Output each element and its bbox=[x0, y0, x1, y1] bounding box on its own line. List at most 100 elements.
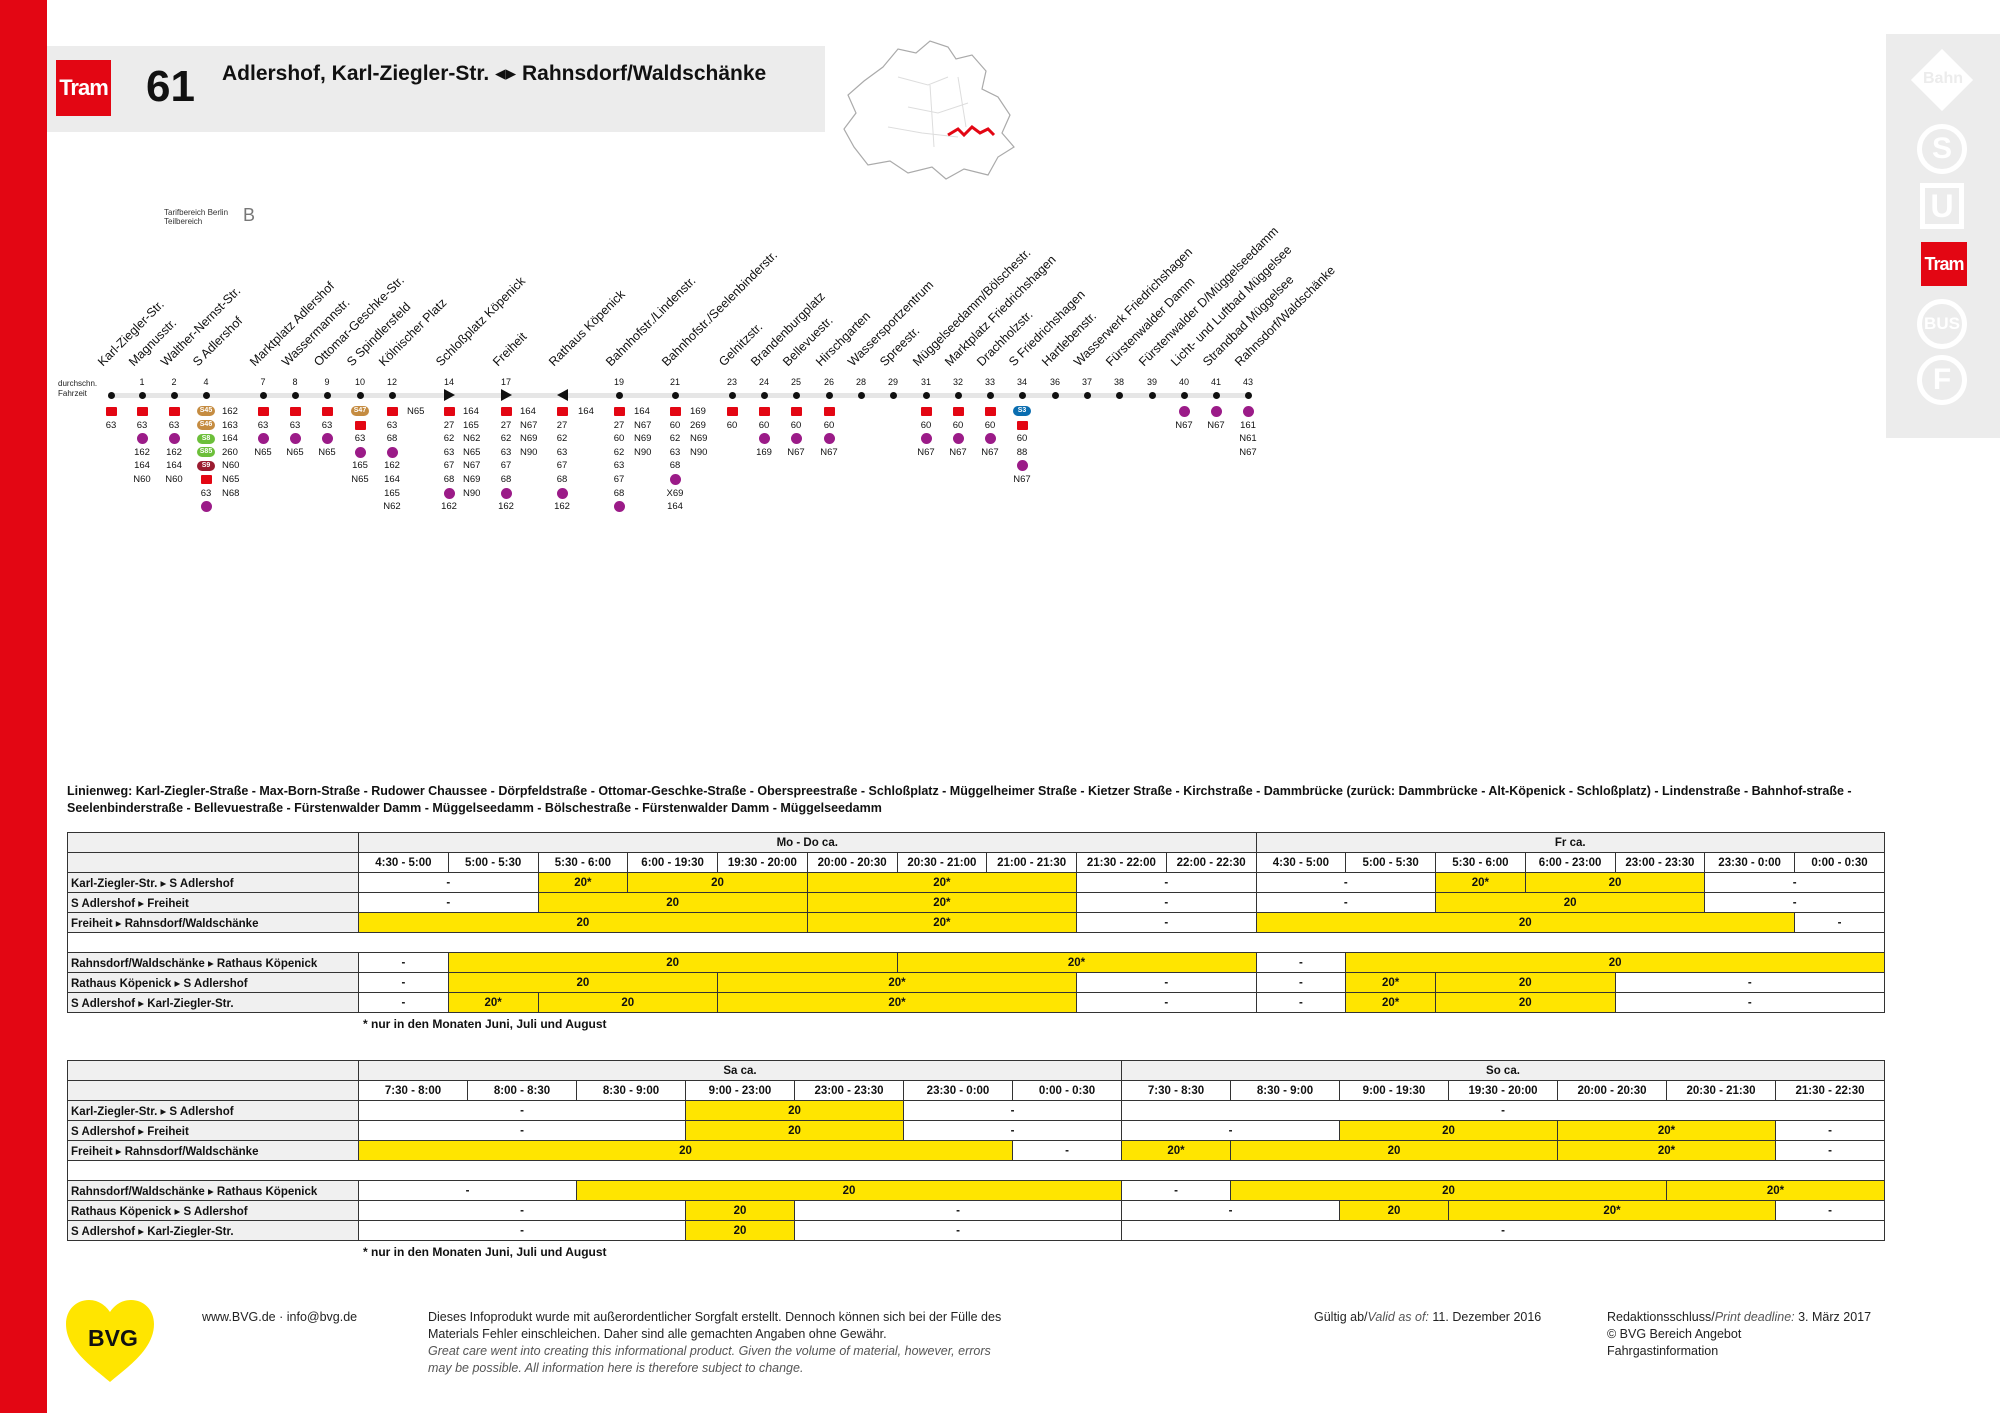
connection-line: N67 bbox=[1239, 446, 1257, 458]
s-bahn-icon: S bbox=[1917, 124, 1967, 174]
time-slot-header: 0:00 - 0:30 bbox=[1012, 1080, 1122, 1101]
tram-icon bbox=[726, 406, 738, 416]
tram-icon bbox=[920, 406, 932, 416]
connection-line: 60 bbox=[920, 419, 932, 431]
tram-icon bbox=[168, 406, 180, 416]
connection-line: N60 bbox=[165, 473, 183, 485]
stop-connections: N67 bbox=[1169, 405, 1199, 432]
time-slot-header: 22:00 - 22:30 bbox=[1165, 852, 1257, 873]
u-bahn-icon: U bbox=[1920, 183, 1964, 229]
headway-cell: 20 bbox=[358, 912, 808, 933]
direction-arrow bbox=[444, 389, 455, 401]
connection-line: 27 bbox=[500, 419, 512, 431]
time-slot-header: 8:00 - 8:30 bbox=[467, 1080, 577, 1101]
tram-icon bbox=[758, 406, 770, 416]
stop-marker bbox=[923, 392, 930, 399]
headway-cell: - bbox=[1076, 892, 1257, 913]
stop-marker bbox=[793, 392, 800, 399]
tariff-label: Tarifbereich Berlin Teilbereich bbox=[164, 208, 229, 226]
headway-cell: 20 bbox=[1230, 1180, 1667, 1201]
time-slot-header: 5:30 - 6:00 bbox=[1435, 852, 1526, 873]
connection-line: N90 bbox=[463, 487, 481, 499]
stop-avg-time: 9 bbox=[324, 377, 330, 387]
connection-line: 162 bbox=[441, 501, 457, 513]
connection-line: 60 bbox=[984, 419, 996, 431]
connection-line: N67 bbox=[981, 446, 999, 458]
connection-line: 164 bbox=[634, 406, 650, 417]
headway-cell: 20* bbox=[806, 912, 1078, 933]
connection-line: 60 bbox=[790, 419, 802, 431]
stop-avg-time: 36 bbox=[1049, 377, 1060, 387]
time-slot-header: 21:30 - 22:00 bbox=[1076, 852, 1167, 873]
day-group-header: Fr ca. bbox=[1255, 832, 1885, 853]
connection-line: X69 bbox=[666, 487, 684, 499]
connection-line: 60 bbox=[1016, 433, 1028, 445]
stop-avg-time: 17 bbox=[500, 377, 511, 387]
stop-avg-time: 38 bbox=[1113, 377, 1124, 387]
route-section-label: Rahnsdorf/Waldschänke ▸ Rathaus Köpenick bbox=[67, 952, 359, 973]
connection-line: N67 bbox=[1013, 473, 1031, 485]
headway-cell: 20* bbox=[1557, 1140, 1776, 1161]
time-slot-header: 23:30 - 0:00 bbox=[903, 1080, 1013, 1101]
bus-icon bbox=[443, 487, 455, 499]
tram-icon bbox=[790, 406, 802, 416]
connection-line: 63 bbox=[556, 446, 568, 458]
connection-line: N68 bbox=[222, 487, 240, 499]
route-section-label: Rathaus Köpenick ▸ S Adlershof bbox=[67, 972, 359, 993]
connection-line: 164 bbox=[463, 406, 479, 417]
berlin-map-icon bbox=[843, 40, 1015, 180]
connection-line: 164 bbox=[166, 460, 182, 472]
headway-cell: 20 bbox=[685, 1200, 795, 1221]
stop-marker bbox=[729, 392, 736, 399]
headway-cell: 20 bbox=[537, 992, 718, 1013]
connection-line: N65 bbox=[286, 446, 304, 458]
tram-mode-badge: Tram bbox=[56, 60, 111, 116]
stop-avg-time: 28 bbox=[855, 377, 866, 387]
header-panel bbox=[47, 46, 825, 132]
corner-cell bbox=[67, 852, 359, 873]
stop-marker bbox=[139, 392, 146, 399]
bvg-logo-text: BVG bbox=[88, 1325, 138, 1351]
day-group-header: Mo - Do ca. bbox=[358, 832, 1257, 853]
time-slot-header: 9:00 - 23:00 bbox=[685, 1080, 795, 1101]
line-number: 61 bbox=[146, 62, 195, 111]
tram-icon bbox=[386, 406, 398, 416]
headway-cell: - bbox=[1076, 912, 1257, 933]
bus-icon bbox=[1016, 460, 1028, 472]
bus-icon bbox=[168, 433, 180, 445]
stop-marker bbox=[1181, 392, 1188, 399]
headway-cell: 20* bbox=[1666, 1180, 1885, 1201]
time-slot-header: 4:30 - 5:00 bbox=[358, 852, 449, 873]
track-line bbox=[108, 393, 1250, 398]
connection-line: N60 bbox=[222, 460, 240, 472]
connection-line: 62 bbox=[500, 433, 512, 445]
headway-cell: 20* bbox=[1435, 872, 1526, 893]
connection-line: 164 bbox=[520, 406, 536, 417]
s-bahn-line-badge: S46 bbox=[197, 420, 215, 431]
connection-line: 27 bbox=[443, 419, 455, 431]
table-row: S Adlershof ▸ Karl-Ziegler-Str.-20-- bbox=[67, 1220, 1885, 1241]
headway-cell: - bbox=[794, 1220, 1122, 1241]
connection-line: 27 bbox=[556, 419, 568, 431]
table-row: Rahnsdorf/Waldschänke ▸ Rathaus Köpenick… bbox=[67, 952, 1885, 973]
connection-line: N90 bbox=[690, 446, 708, 458]
bus-icon bbox=[200, 501, 212, 513]
time-slot-header: 6:00 - 19:30 bbox=[627, 852, 718, 873]
headway-cell: - bbox=[1775, 1120, 1885, 1141]
bus-icon bbox=[823, 433, 835, 445]
tram-icon bbox=[354, 420, 366, 430]
headway-cell: - bbox=[1255, 952, 1347, 973]
headway-cell: 20* bbox=[447, 992, 539, 1013]
connection-line: N62 bbox=[463, 433, 481, 445]
footnote-weekday: * nur in den Monaten Juni, Juli und Augu… bbox=[363, 1017, 607, 1031]
